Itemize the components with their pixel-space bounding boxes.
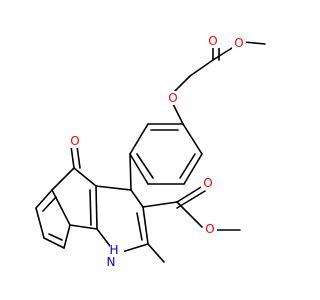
ester-bottom-carbonyl-oxygen: O — [203, 176, 212, 190]
bond — [129, 153, 132, 191]
label-background — [203, 222, 217, 236]
molecule-structure-diagram: O O O O O O H N — [35, 34, 266, 269]
bond — [43, 237, 65, 249]
bond — [136, 153, 154, 179]
bond — [212, 47, 233, 61]
label-background — [166, 91, 180, 105]
bond — [243, 41, 266, 45]
bond-layer — [35, 41, 266, 263]
bond — [51, 189, 71, 226]
bond — [121, 243, 149, 253]
atom-label-backgrounds — [68, 34, 246, 269]
bond — [147, 243, 165, 263]
bond — [95, 185, 98, 230]
bond — [95, 185, 132, 191]
bond — [183, 153, 203, 185]
label-background — [201, 176, 215, 190]
bond — [130, 189, 144, 208]
bond — [129, 153, 149, 185]
bond — [48, 233, 63, 241]
label-background — [104, 255, 118, 269]
bond — [172, 103, 184, 125]
nh-nitrogen-label: N — [107, 255, 116, 269]
bond — [73, 167, 97, 187]
label-background — [232, 36, 246, 50]
ester-bottom-ether-oxygen: O — [205, 222, 214, 236]
molecule-svg: O O O O O O H N — [35, 34, 266, 269]
ketone-oxygen: O — [70, 134, 79, 148]
bond — [172, 75, 191, 94]
bond — [182, 123, 203, 155]
bond — [69, 224, 98, 230]
label-background — [206, 34, 220, 48]
bond — [96, 228, 111, 247]
ester-top-ether-oxygen: O — [234, 36, 243, 50]
label-background — [110, 242, 124, 256]
bond — [35, 189, 53, 209]
bond — [70, 145, 75, 169]
atom-label-layer: O O O O O O H N — [70, 34, 243, 269]
bond — [42, 196, 57, 212]
bond — [89, 189, 92, 226]
bond — [63, 224, 71, 249]
bond — [51, 167, 75, 191]
bond — [142, 201, 178, 208]
bond — [176, 190, 206, 209]
bond — [35, 207, 45, 239]
ester-top-carbonyl-oxygen: O — [208, 34, 217, 48]
bond — [179, 153, 196, 179]
nh-hydrogen-label: H — [109, 243, 118, 257]
bond — [142, 206, 149, 245]
bond — [189, 59, 214, 77]
bond — [136, 212, 143, 241]
label-background — [68, 134, 82, 148]
ether-oxygen: O — [168, 91, 177, 105]
bond — [76, 145, 81, 169]
bond — [129, 123, 149, 155]
bond — [176, 201, 203, 228]
